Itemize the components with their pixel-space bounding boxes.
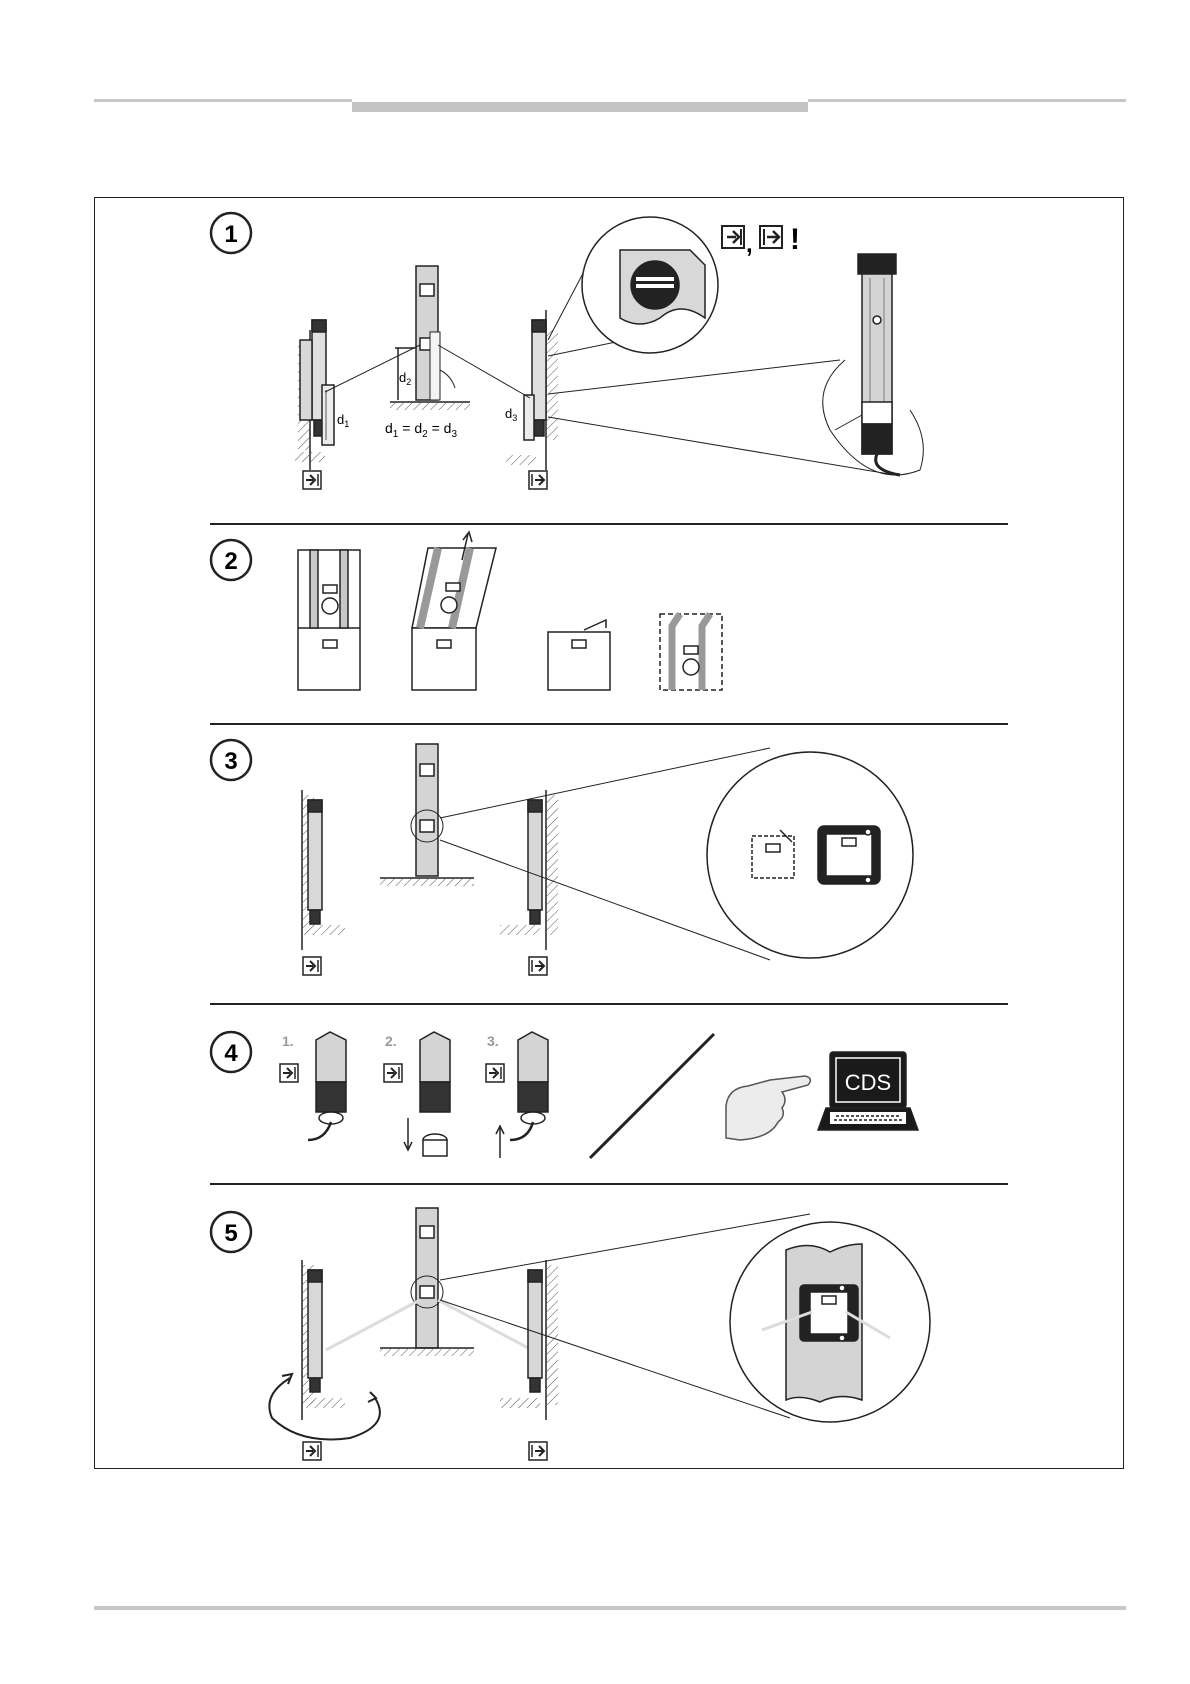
step1-label-d1: d1	[337, 412, 349, 429]
cds-screen-label: CDS	[845, 1070, 891, 1095]
svg-text:2: 2	[224, 548, 237, 575]
svg-text:1: 1	[224, 221, 237, 248]
step1-receiver-symbol	[529, 471, 547, 489]
step5-sender-symbol	[303, 1442, 321, 1460]
step1-alignment-pole	[390, 266, 470, 410]
step1-receiver	[506, 310, 558, 470]
step5-receiver-symbol	[529, 1442, 547, 1460]
step1-sender	[298, 320, 334, 470]
step1-warning-symbols: , !	[722, 223, 800, 258]
svg-text:,: ,	[746, 231, 753, 258]
step4-device-2	[384, 1032, 450, 1156]
step3-alignment-pole	[380, 744, 474, 886]
step-number-2: 2	[211, 540, 251, 580]
step5-alignment-pole	[380, 1208, 474, 1356]
step2-panel-d	[660, 614, 722, 690]
step3-receiver-symbol	[529, 957, 547, 975]
svg-text:5: 5	[224, 1220, 237, 1247]
svg-text:!: !	[790, 223, 800, 256]
step1-formula: d1 = d2 = d3	[385, 420, 457, 440]
step4-substep-3: 3.	[487, 1033, 499, 1049]
svg-text:3: 3	[224, 748, 237, 775]
step3-sender-symbol	[303, 957, 321, 975]
step2-panel-b	[412, 532, 496, 690]
step4-laptop: CDS	[818, 1052, 918, 1130]
step1-label-d3: d3	[505, 406, 517, 423]
step2-panel-a	[298, 550, 360, 690]
step5-sender	[302, 1260, 345, 1420]
step3-sender	[302, 790, 345, 950]
step4-divider-slash	[590, 1034, 714, 1158]
step-number-1: 1	[211, 213, 251, 253]
step4-device-3	[486, 1032, 548, 1158]
step1-device-detail	[823, 254, 924, 475]
step1-magnifier-label	[582, 217, 718, 353]
step-number-4: 4	[211, 1032, 251, 1072]
step3-magnifier	[707, 752, 913, 958]
step1-sender-symbol	[303, 471, 321, 489]
step4-substep-2: 2.	[385, 1033, 397, 1049]
step3-receiver	[500, 790, 558, 950]
footer-rule	[94, 1606, 1126, 1610]
step1-hatched-floor-left	[295, 452, 325, 462]
svg-text:4: 4	[224, 1040, 238, 1067]
step5-receiver	[500, 1260, 558, 1420]
step-number-3: 3	[211, 740, 251, 780]
step4-substep-1: 1.	[282, 1033, 294, 1049]
step1-label-d2: d2	[399, 370, 411, 387]
step-number-5: 5	[211, 1212, 251, 1252]
step2-panel-c	[548, 620, 610, 690]
step5-magnifier	[730, 1222, 930, 1422]
step4-pointing-hand	[726, 1076, 810, 1140]
